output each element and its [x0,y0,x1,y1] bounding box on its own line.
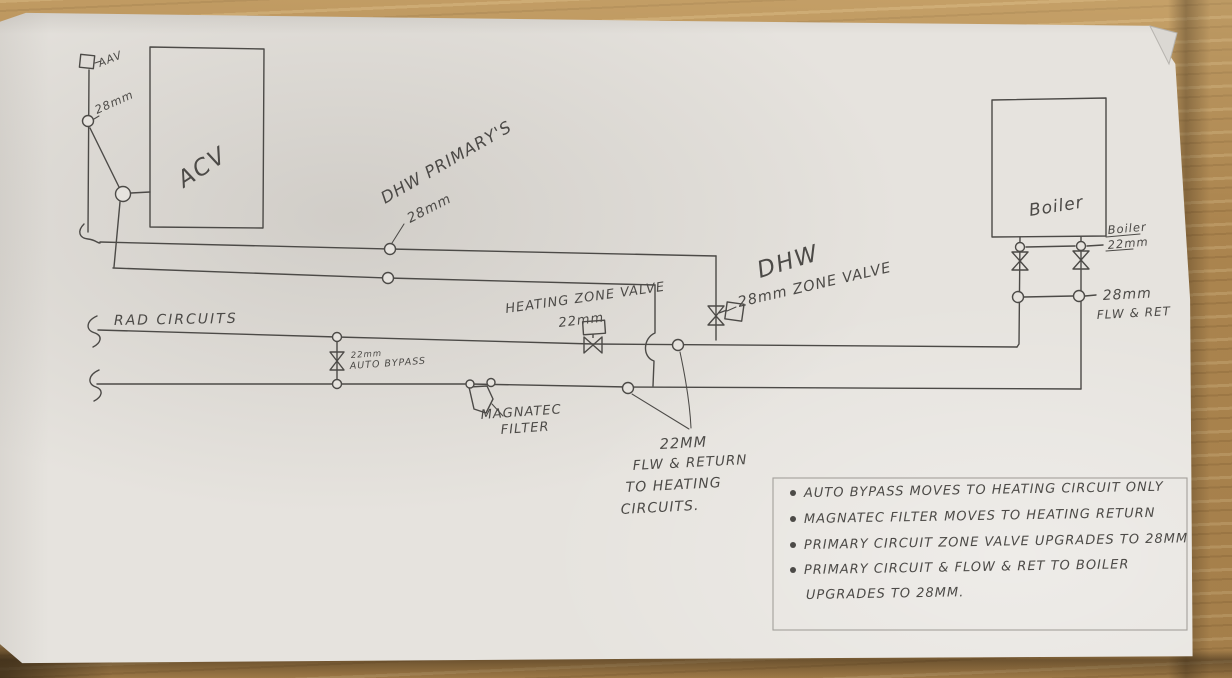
pipework-lines [79,69,1104,402]
aav-label-leader [94,60,102,64]
auto-bypass-size-label: 22mm [351,349,383,361]
cylinder-label: ACV [171,142,232,194]
heating-zone-valve [581,319,607,354]
pipe-size-marker [383,242,397,256]
heating-fr-label-2: TO HEATING [625,475,722,496]
boiler-port-node [1075,240,1087,252]
dhw-primaries-size-label: 28mm [405,191,455,227]
boiler-label: Boiler [1028,193,1085,221]
valve-body [583,336,603,354]
boiler-port-link-28mm [1023,294,1097,298]
pipe-size-marker [381,271,395,285]
aav-symbol [78,53,96,70]
filter-port-node [465,379,475,389]
note-bullet [790,490,796,496]
connection-nodes [81,114,1087,395]
auto-bypass-valve [329,351,345,371]
note-bullet [790,567,796,573]
flow-marker-leader [679,351,692,429]
paper-fold-corner [1149,25,1178,66]
return-marker-leader [631,393,690,430]
heating-fr-label: FLW & RETURN [632,452,747,474]
boiler-flow-pipe [1016,236,1021,348]
pipe-break-symbol [87,315,101,348]
cylinder-drop-pipe [113,201,121,268]
heating-return-pipe [96,383,1082,390]
dhw-primaries-label-leader [391,223,405,244]
dhw-valve-label-leader [726,306,737,312]
note-item: MAGNATEC FILTER MOVES TO HEATING RETURN [804,506,1156,527]
rad-circuits-label: RAD CIRCUITS [114,311,238,329]
boiler-box [991,97,1107,238]
boiler-port-link-22mm [1025,244,1104,248]
note-bullet [790,516,796,522]
boiler-conn-label: Boiler [1107,220,1147,237]
boiler-fr-size-label: 28mm [1102,285,1152,304]
boiler-port-node [1014,241,1026,253]
heating-fr-size-label: 22MM [659,435,707,453]
boiler-fr-label: FLW & RET [1096,304,1172,322]
pipe-size-marker [81,114,95,128]
note-item: PRIMARY CIRCUIT & FLOW & RET TO BOILER [804,557,1130,578]
notes-box: AUTO BYPASS MOVES TO HEATING CIRCUIT ONL… [772,477,1188,631]
filter-label-leader [491,403,504,417]
aav-to-cylinder-link [89,127,120,188]
magnatec-filter-symbol [468,385,494,414]
valve-actuator [724,301,745,322]
boiler-port-node [1011,290,1025,304]
leader-lines [93,60,1141,430]
cylinder-connection-stub [130,191,151,194]
filter-label: MAGNATEC [480,402,562,423]
note-bullet [790,542,796,548]
note-item-continuation: UPGRADES TO 28MM. [806,585,965,603]
equipment-symbols [78,46,1107,414]
filter-label-2: FILTER [500,420,550,438]
aav-label: AAV [95,48,124,70]
boiler-conn-size-label: 22mm [1107,234,1149,252]
notes-box-outline [772,477,1188,631]
bypass-tee-node [331,378,343,390]
note-item: PRIMARY CIRCUIT ZONE VALVE UPGRADES TO 2… [804,531,1188,553]
bypass-tee-node [331,331,343,343]
cylinder-connection-node [114,185,132,203]
pipe-break-symbol [89,369,102,402]
heating-flow-pipe [97,329,1018,348]
heating-zone-valve-label: HEATING ZONE VALVE [504,280,666,317]
handwritten-labels: AAV 28mm ACV DHW PRIMARY'S 28mm HEATING … [93,48,1172,518]
heating-zone-valve-size-label: 22mm [558,310,605,330]
boiler-port-node [1072,289,1086,303]
note-item: AUTO BYPASS MOVES TO HEATING CIRCUIT ONL… [803,480,1164,501]
cyl-pipe-size-label: 28mm [93,87,136,116]
auto-bypass-label: AUTO BYPASS [348,356,426,372]
pipe-break-symbol [79,223,101,244]
dhw-return-drop-with-hop [644,284,656,387]
cylinder-box [149,46,265,229]
cyl-size-label-leader [93,115,100,120]
heating-fr-label-3: CIRCUITS. [620,498,699,518]
pipe-size-marker [671,338,685,352]
dhw-zone-valve [707,301,745,326]
pipe-size-marker [621,381,635,395]
valve-body [707,305,725,326]
dhw-primary-flow-pipe [99,241,717,257]
valve-actuator [581,319,607,336]
boiler-22mm-underlines [1105,233,1141,252]
filter-port-node [486,377,496,388]
aav-pipe [87,69,90,233]
